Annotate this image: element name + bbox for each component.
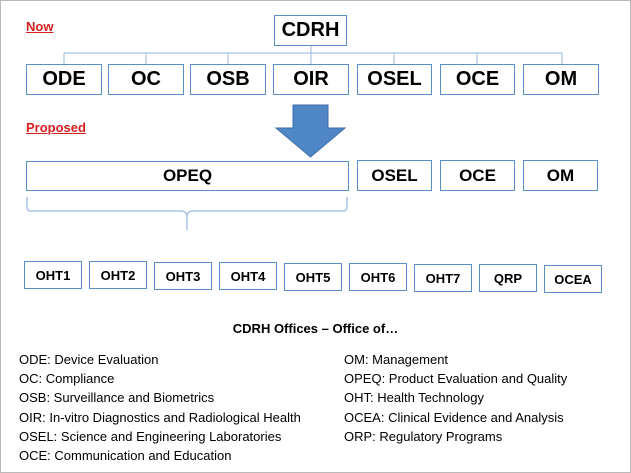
legend-entry: OC: Compliance	[19, 371, 115, 387]
now-office-box: OCE	[440, 64, 515, 95]
legend-left-column: ODE: Device Evaluation OC: Compliance OS…	[19, 350, 301, 465]
legend-right-column: OM: Management OPEQ: Product Evaluation …	[344, 350, 567, 446]
now-office-box: OM	[523, 64, 599, 95]
oht-unit-box: OHT6	[349, 263, 407, 291]
opeq-box: OPEQ	[26, 161, 349, 191]
oht-unit-box: OHT5	[284, 263, 342, 291]
oht-unit-box: OHT7	[414, 264, 472, 292]
now-office-box: OC	[108, 64, 184, 95]
legend-entry: ODE: Device Evaluation	[19, 352, 159, 367]
qrp-unit-box: QRP	[479, 264, 537, 292]
legend-entry: OSB: Surveillance and Biometrics	[19, 390, 215, 406]
oht-unit-box: OHT4	[219, 262, 277, 290]
legend-entry: OIR: In-vitro Diagnostics and Radiologic…	[19, 409, 301, 425]
now-office-box: OIR	[273, 64, 349, 95]
now-office-box: ODE	[26, 64, 102, 95]
proposed-office-box: OCE	[440, 160, 515, 191]
now-office-box: OSEL	[357, 64, 432, 95]
legend-entry: OCEA: Clinical Evidence and Analysis	[344, 409, 564, 425]
now-office-box: OSB	[190, 64, 266, 95]
down-arrow	[274, 104, 347, 158]
now-section-label: Now	[26, 19, 54, 34]
cdrh-root-box: CDRH	[274, 15, 347, 46]
legend-entry: OM: Management	[344, 352, 449, 367]
proposed-office-box: OM	[523, 160, 598, 191]
proposed-office-box: OSEL	[357, 160, 432, 191]
org-connectors	[63, 46, 563, 64]
legend-entry: OPEQ: Product Evaluation and Quality	[344, 371, 568, 387]
legend-title: CDRH Offices – Office of…	[232, 321, 399, 336]
legend-entry: ORP: Regulatory Programs	[344, 428, 503, 444]
oht-unit-box: OHT2	[89, 261, 147, 289]
oht-unit-box: OHT1	[24, 261, 82, 289]
legend-entry: OHT: Health Technology	[344, 390, 484, 406]
legend-entry: OSEL: Science and Engineering Laboratori…	[19, 428, 282, 444]
legend-entry: OCE: Communication and Education	[19, 448, 232, 464]
oht-unit-box: OHT3	[154, 262, 212, 290]
proposed-section-label: Proposed	[26, 120, 86, 135]
ocea-unit-box: OCEA	[544, 265, 602, 293]
opeq-brace	[26, 197, 348, 230]
